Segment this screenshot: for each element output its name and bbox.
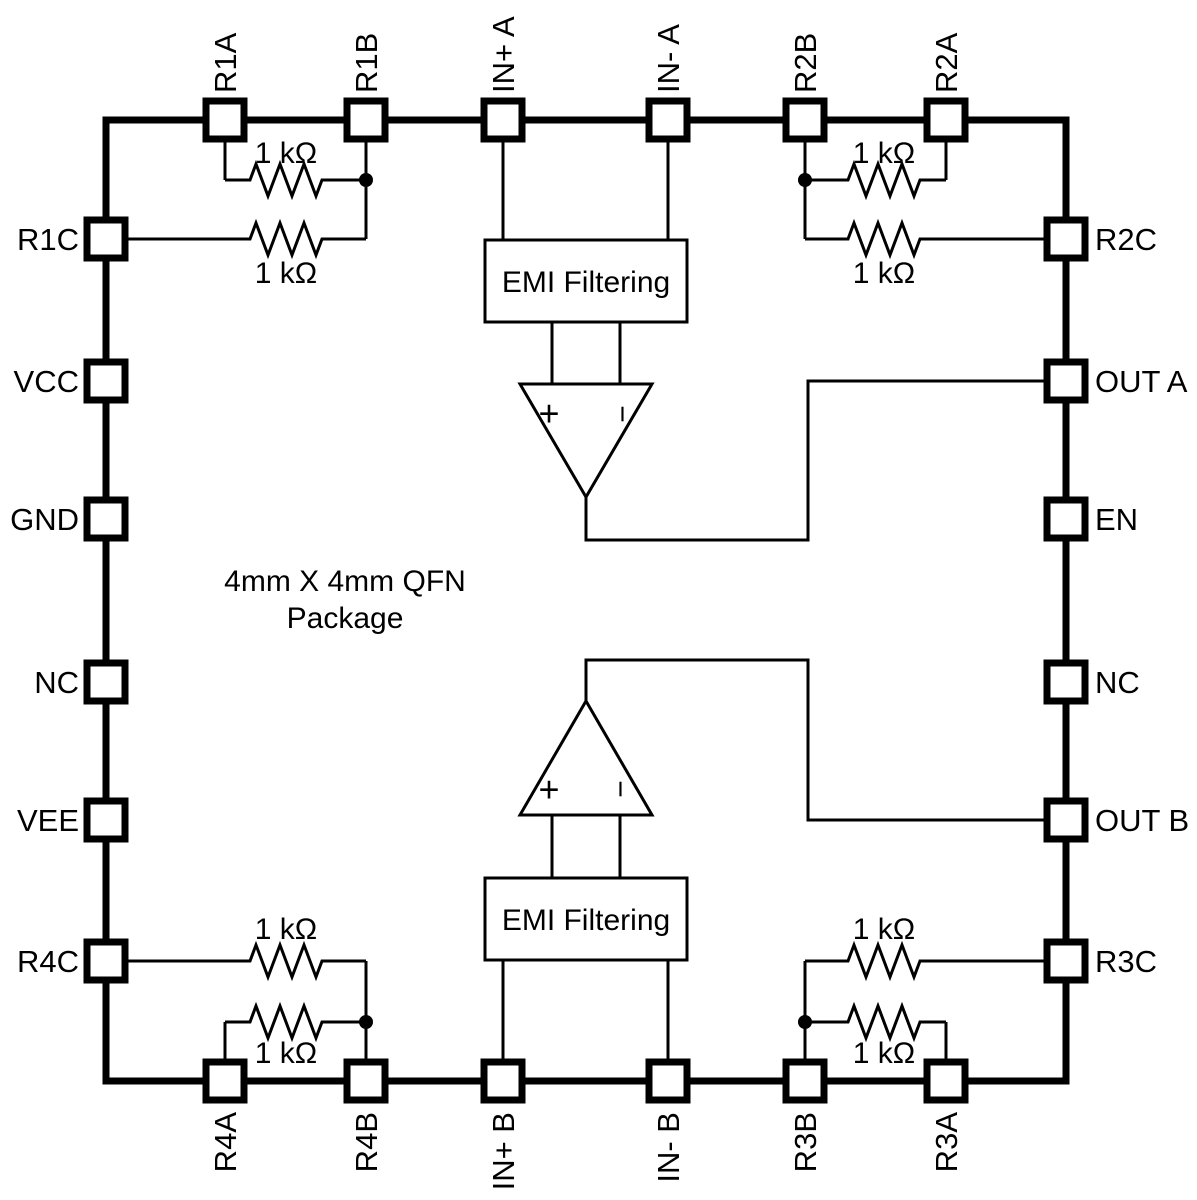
pins-bottom [202, 1058, 969, 1104]
opamp-b-minus-input: − [604, 780, 637, 798]
opamp-a-minus-input: − [606, 405, 639, 423]
pin-r4c [83, 938, 129, 984]
pin-r1b [343, 97, 389, 143]
pin-in-plus-a [480, 97, 526, 143]
pin-label-r2b: R2B [788, 33, 823, 93]
pin-label-r4b: R4B [349, 1112, 384, 1172]
emi-filter-b-label: EMI Filtering [502, 904, 670, 937]
resistor-r2a-r2b [805, 159, 946, 201]
pin-r2b [782, 97, 828, 143]
resistor-r2c-r2b [805, 218, 1044, 260]
pin-label-vee: VEE [17, 803, 79, 838]
channel-b-wiring [501, 658, 1045, 1062]
pin-r3b [782, 1058, 828, 1104]
resistor-value-r3-top: 1 kΩ [853, 913, 915, 946]
pin-label-gnd: GND [10, 502, 79, 537]
pin-label-r1a: R1A [208, 32, 243, 93]
pin-label-in-minus-b: IN- B [651, 1112, 686, 1183]
pin-label-in-plus-b: IN+ B [486, 1112, 521, 1190]
pin-nc-right [1043, 659, 1089, 705]
pin-vcc [83, 358, 129, 404]
opamp-a-plus-input: + [538, 393, 559, 434]
pins-left [83, 216, 129, 984]
junction-dot-r4b [359, 1015, 373, 1029]
junction-dot-r1b [359, 173, 373, 187]
pin-label-nc-left: NC [34, 665, 79, 700]
resistor-r4c-r4b [128, 940, 366, 982]
pin-en [1043, 496, 1089, 542]
package-title-line2: Package [287, 602, 404, 635]
pin-nc-left [83, 659, 129, 705]
pin-label-nc-right: NC [1095, 665, 1140, 700]
resistor-value-r2-bottom: 1 kΩ [853, 257, 915, 290]
resistor-network-r2 [798, 141, 1044, 260]
pin-label-r3c: R3C [1095, 944, 1157, 979]
package-outline [102, 116, 1070, 1085]
pin-label-r3a: R3A [929, 1112, 964, 1173]
pin-label-r4a: R4A [208, 1112, 243, 1173]
pin-r4b [343, 1058, 389, 1104]
junction-dot-r2b [798, 173, 812, 187]
resistor-r3a-r3b [805, 1001, 946, 1043]
pin-r1a [202, 97, 248, 143]
resistor-value-r3-bottom: 1 kΩ [853, 1037, 915, 1070]
pin-r2c [1043, 216, 1089, 262]
resistor-value-r4-top: 1 kΩ [255, 913, 317, 946]
emi-filter-a-label: EMI Filtering [502, 266, 670, 299]
pin-r2a [923, 97, 969, 143]
pin-label-out-b: OUT B [1095, 803, 1189, 838]
emi-filter-b-box [483, 876, 689, 962]
pin-label-vcc: VCC [14, 364, 79, 399]
resistor-r4a-r4b [225, 1001, 366, 1043]
pin-in-minus-a [645, 97, 691, 143]
resistor-value-r4-bottom: 1 kΩ [255, 1037, 317, 1070]
pin-label-en: EN [1095, 502, 1138, 537]
pin-label-out-a: OUT A [1095, 364, 1188, 399]
pin-vee [83, 797, 129, 843]
pin-label-in-minus-a: IN- A [651, 24, 686, 93]
wire-opampa-to-outa [584, 379, 1045, 542]
package-title-line1: 4mm X 4mm QFN [224, 565, 466, 598]
resistor-network-r4 [128, 940, 373, 1062]
resistor-network-r1 [128, 141, 373, 260]
pin-in-minus-b [645, 1058, 691, 1104]
pin-out-b [1043, 797, 1089, 843]
pin-label-r4c: R4C [17, 944, 79, 979]
resistor-r1c-r1b [128, 218, 366, 260]
opamp-b-plus-input: + [538, 769, 559, 810]
pin-gnd [83, 496, 129, 542]
resistor-value-r1-bottom: 1 kΩ [255, 257, 317, 290]
pin-r3c [1043, 938, 1089, 984]
wire-opampb-to-outb [584, 658, 1045, 822]
resistor-r1a-r1b [225, 159, 366, 201]
opamp-a-symbol [517, 382, 655, 500]
opamp-b-symbol [517, 698, 655, 817]
pin-r1c [83, 216, 129, 262]
pins-right [1043, 216, 1089, 984]
resistor-value-r2-top: 1 kΩ [853, 137, 915, 170]
emi-filter-a-box [483, 238, 689, 324]
junction-dot-r3b [798, 1015, 812, 1029]
pin-label-in-plus-a: IN+ A [486, 16, 521, 93]
pin-label-r3b: R3B [788, 1112, 823, 1172]
pin-label-r2c: R2C [1095, 222, 1157, 257]
channel-a-wiring [501, 141, 1045, 542]
resistor-network-r3 [798, 940, 1044, 1062]
pin-label-r1c: R1C [17, 222, 79, 257]
resistor-value-r1-top: 1 kΩ [255, 137, 317, 170]
pin-label-r2a: R2A [929, 32, 964, 93]
pin-label-r1b: R1B [349, 33, 384, 93]
pin-r4a [202, 1058, 248, 1104]
pin-out-a [1043, 358, 1089, 404]
resistor-r3c-r3b [805, 940, 1044, 982]
pin-r3a [923, 1058, 969, 1104]
pins-top [202, 97, 969, 143]
pin-in-plus-b [480, 1058, 526, 1104]
